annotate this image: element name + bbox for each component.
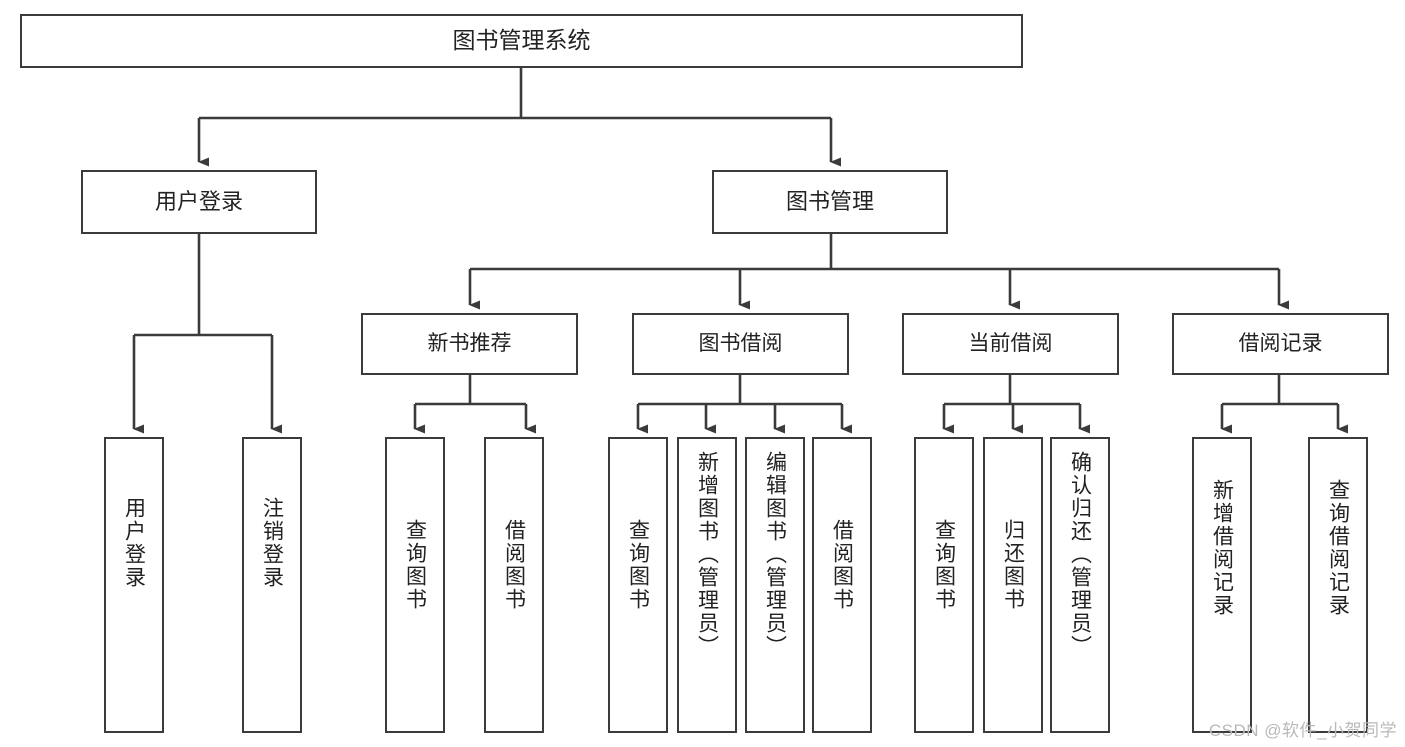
node-leaf-borrow-book[interactable]: 借阅图书 (812, 437, 872, 733)
node-leaf-query-book-borrow[interactable]: 查询图书 (608, 437, 668, 733)
node-leaf-query-book-current[interactable]: 查询图书 (914, 437, 974, 733)
node-label: 图书管理 (785, 189, 874, 215)
node-current-borrow[interactable]: 当前借阅 (902, 313, 1119, 375)
node-book-management-system[interactable]: 图书管理系统 (20, 14, 1023, 68)
edge-group-borrow-record (1220, 375, 1348, 434)
node-label: 确认归还（管理员） (1068, 451, 1092, 658)
node-label: 新增借阅记录 (1210, 479, 1234, 617)
node-label: 当前借阅 (968, 331, 1053, 355)
node-leaf-add-borrow-record[interactable]: 新增借阅记录 (1192, 437, 1252, 733)
node-label: 查询借阅记录 (1326, 479, 1350, 617)
node-leaf-query-borrow-record[interactable]: 查询借阅记录 (1308, 437, 1368, 733)
edge-group-new-book (413, 375, 536, 434)
node-borrow-record[interactable]: 借阅记录 (1172, 313, 1389, 375)
node-leaf-borrow-book-recommend[interactable]: 借阅图书 (484, 437, 544, 733)
node-leaf-logout[interactable]: 注销登录 (242, 437, 302, 733)
node-leaf-return-book[interactable]: 归还图书 (983, 437, 1043, 733)
node-book-management[interactable]: 图书管理 (712, 170, 948, 234)
node-label: 图书借阅 (698, 331, 783, 355)
node-label: 新增图书（管理员） (695, 451, 719, 658)
node-leaf-edit-book-admin[interactable]: 编辑图书（管理员） (745, 437, 805, 733)
edge-group-user-login (132, 234, 282, 434)
edge-group-book-borrow (636, 375, 852, 434)
edge-group-root (197, 68, 841, 167)
node-new-book-recommend[interactable]: 新书推荐 (361, 313, 578, 375)
node-leaf-confirm-return-admin[interactable]: 确认归还（管理员） (1050, 437, 1110, 733)
node-label: 借阅记录 (1238, 331, 1323, 355)
node-label: 用户登录 (122, 497, 146, 589)
edge-group-current-borrow (942, 375, 1090, 434)
node-label: 用户登录 (154, 189, 243, 215)
node-label: 注销登录 (260, 497, 284, 589)
node-label: 查询图书 (403, 519, 427, 611)
node-label: 图书管理系统 (452, 27, 591, 54)
node-label: 查询图书 (932, 519, 956, 611)
node-leaf-add-book-admin[interactable]: 新增图书（管理员） (677, 437, 737, 733)
node-label: 归还图书 (1001, 519, 1025, 611)
node-label: 查询图书 (626, 519, 650, 611)
node-leaf-user-login[interactable]: 用户登录 (104, 437, 164, 733)
node-book-borrow[interactable]: 图书借阅 (632, 313, 849, 375)
node-label: 借阅图书 (502, 519, 526, 611)
edge-group-book-manage (468, 234, 1289, 310)
node-label: 新书推荐 (427, 331, 512, 355)
node-leaf-query-book-recommend[interactable]: 查询图书 (385, 437, 445, 733)
node-label: 编辑图书（管理员） (763, 451, 787, 658)
node-user-login[interactable]: 用户登录 (81, 170, 317, 234)
node-label: 借阅图书 (830, 519, 854, 611)
